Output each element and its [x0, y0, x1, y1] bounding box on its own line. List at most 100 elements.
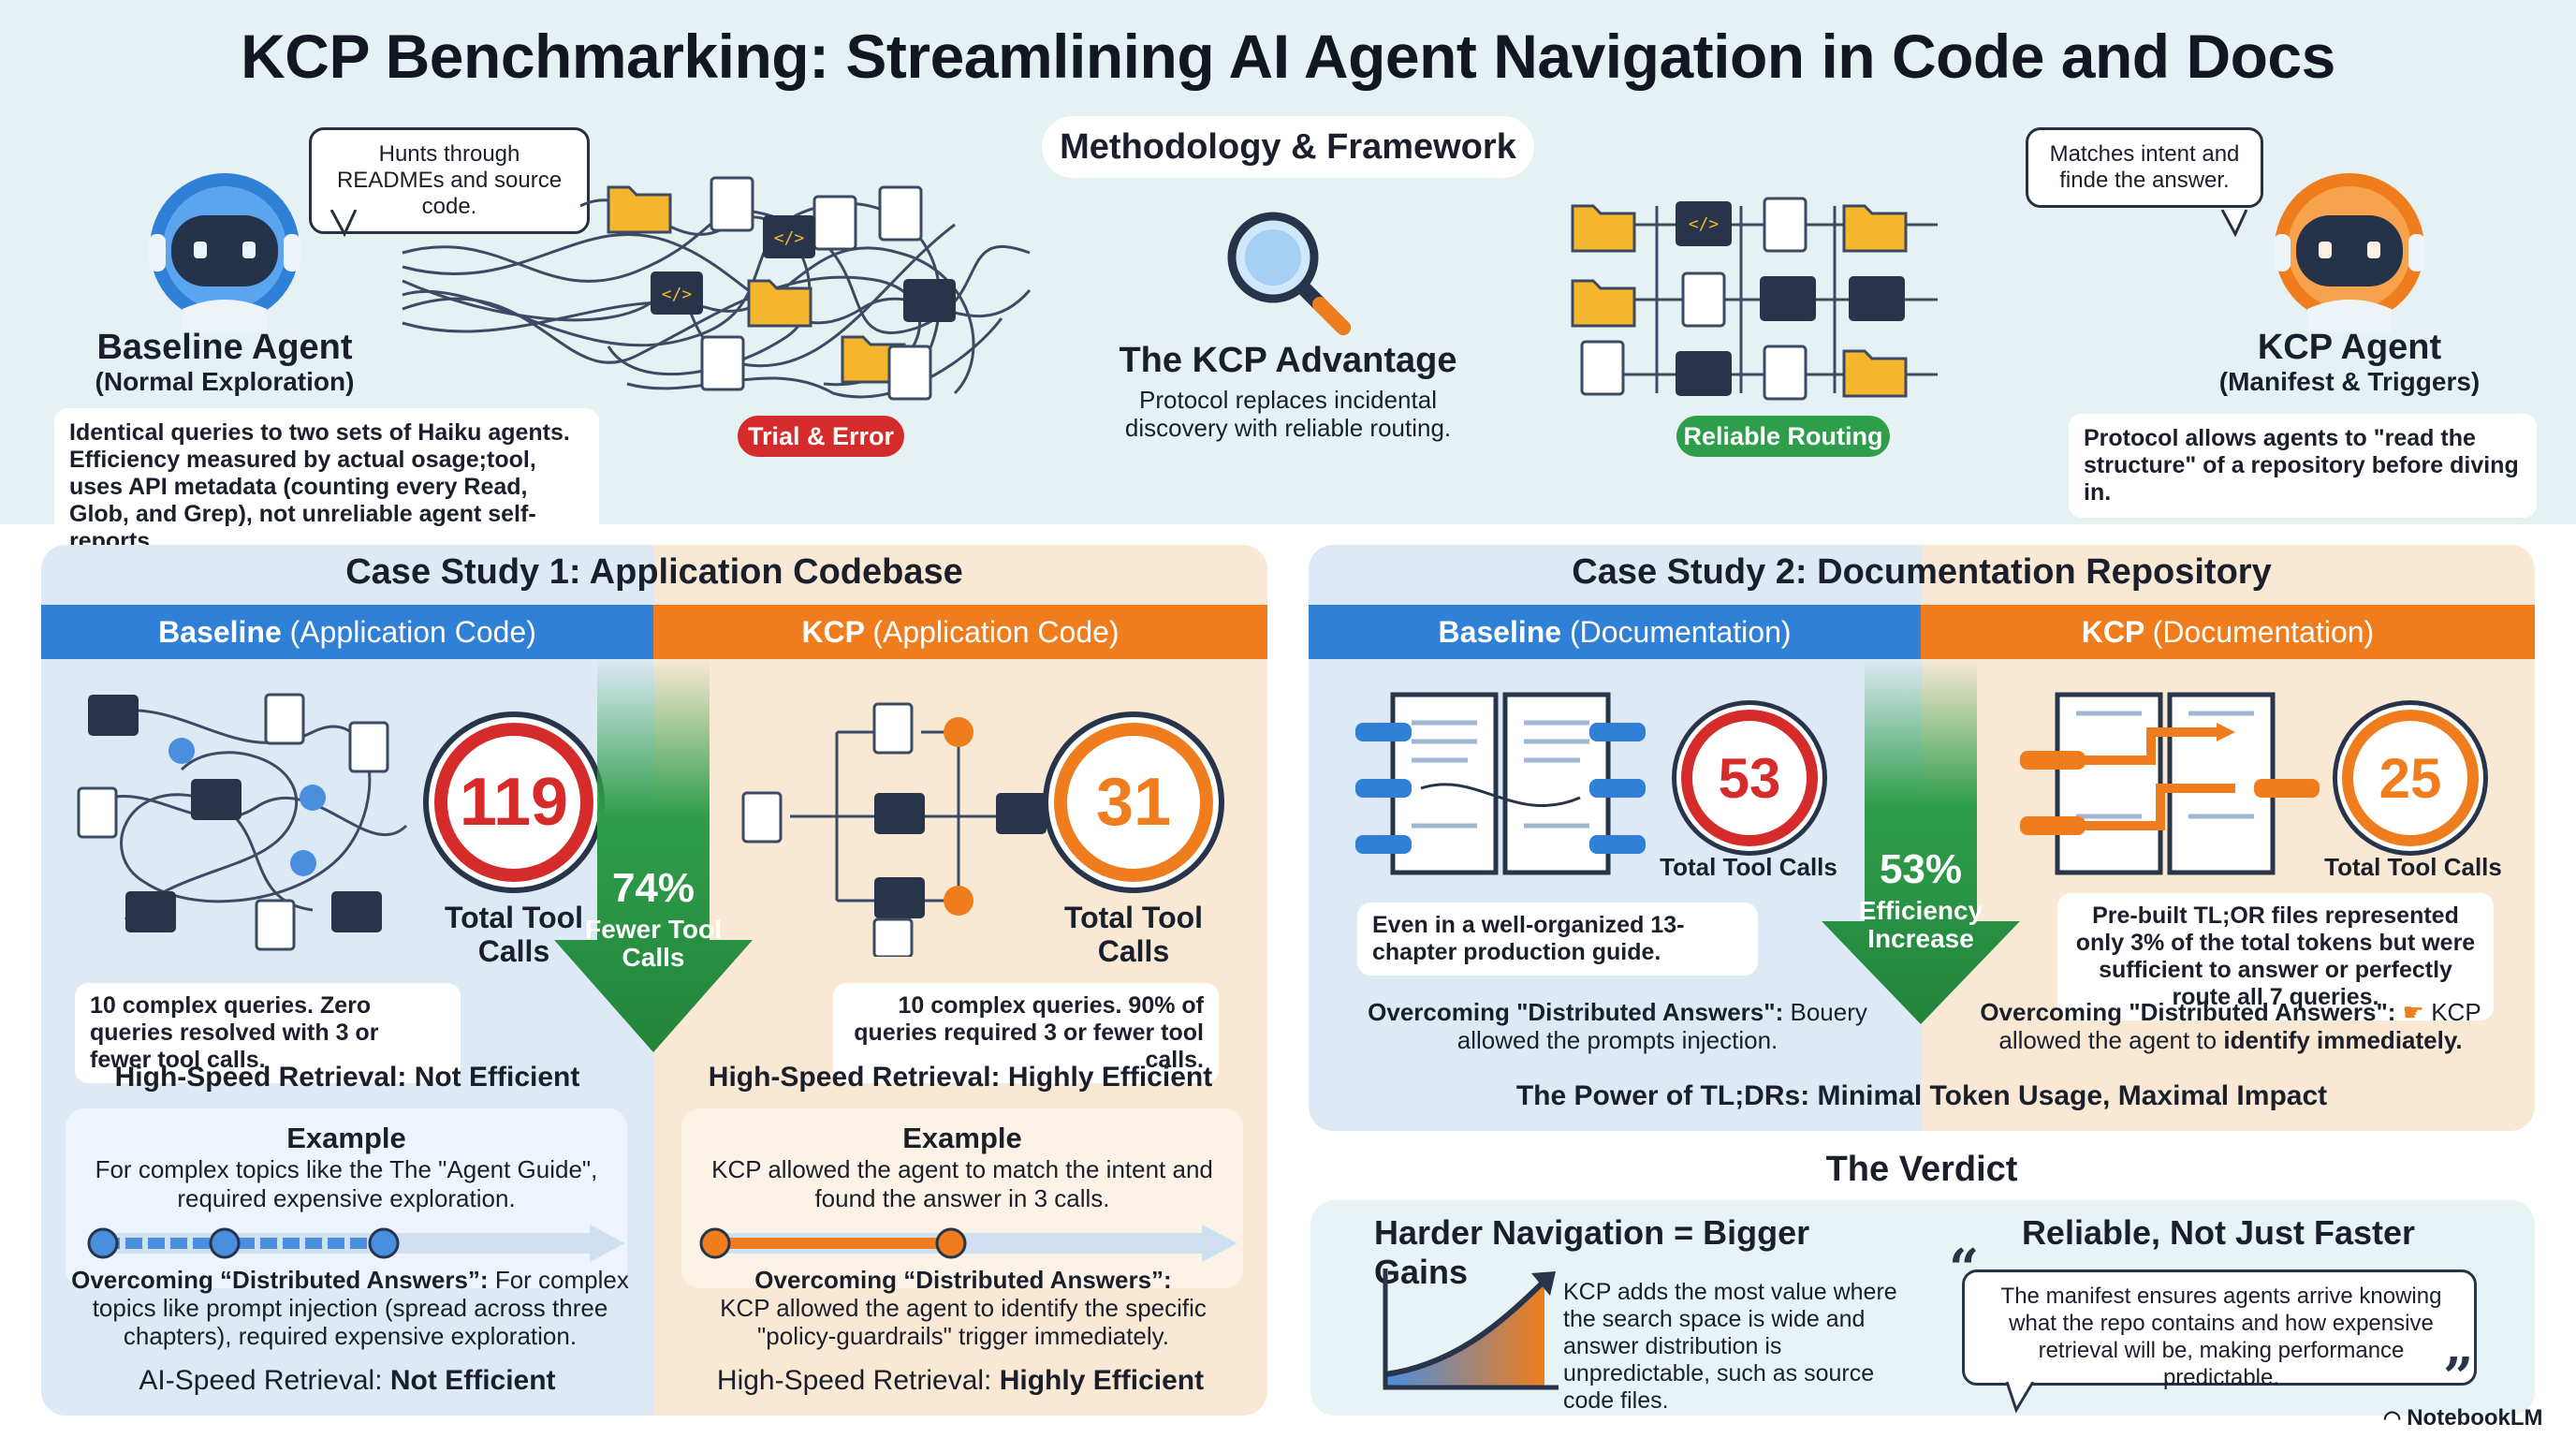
case1-baseline-band-a: Baseline: [158, 615, 282, 649]
case2-baseline-count-ring: 53: [1681, 710, 1818, 846]
case1-baseline-footer-label: AI-Speed Retrieval:: [139, 1365, 390, 1396]
book-icon: [2020, 692, 2320, 875]
quote-icon: ”: [2443, 1346, 2474, 1408]
quote-icon: “: [1949, 1238, 1980, 1299]
case1-kcp-footer-value: Highly Efficient: [999, 1365, 1205, 1396]
case2-kcp-count-ring: 25: [2342, 710, 2479, 846]
kcp-speech-bubble: Matches intent and finde the answer.: [2026, 127, 2263, 208]
case1-baseline-count-label: Total Tool Calls: [444, 901, 584, 968]
verdict-quote-tail: [2005, 1382, 2035, 1414]
case2-kcp-overcome: Overcoming "Distributed Answers": ☛ KCP …: [1945, 998, 2516, 1054]
case1-baseline-header: Baseline (Application Code): [41, 605, 653, 659]
notebooklm-brand-label: NotebookLM: [2407, 1405, 2543, 1431]
case2-footer: The Power of TL;DRs: Minimal Token Usage…: [1515, 1080, 2328, 1111]
case1-arrow-label: Fewer Tool Calls: [585, 915, 722, 972]
case2-baseline-overcome-heading: Overcoming "Distributed Answers":: [1368, 998, 1784, 1026]
baseline-bubble-text: Hunts through READMEs and source code.: [336, 141, 563, 219]
case1-baseline-progress-track: [87, 1225, 625, 1262]
case1-baseline-footer: AI-Speed Retrieval: Not Efficient: [41, 1367, 653, 1395]
case2-baseline-header: Baseline (Documentation): [1309, 605, 1921, 659]
case1-kcp-progress-track: [699, 1225, 1237, 1262]
trial-error-badge: Trial & Error: [738, 416, 904, 457]
verdict-right-heading: Reliable, Not Just Faster: [2021, 1213, 2416, 1252]
verdict-left-heading: Harder Navigation = Bigger Gains: [1374, 1213, 1810, 1291]
baseline-agent-sub: (Normal Exploration): [95, 367, 355, 396]
svg-text:</>: </>: [774, 228, 805, 248]
case1-baseline-footer-value: Not Efficient: [389, 1365, 556, 1396]
case1-baseline-overcome-text: For complex topics like prompt injection…: [92, 1266, 629, 1350]
case2-kcp-note: Pre-built TL;OR files represented only 3…: [2057, 893, 2494, 1020]
methodology-note: Identical queries to two sets of Haiku a…: [54, 408, 599, 566]
kcp-advantage-text: Protocol replaces incidental discovery w…: [1124, 386, 1452, 442]
kcp-code-tree-illustration: [741, 702, 1046, 957]
kcp-agent-name: KCP Agent: [2257, 328, 2442, 367]
svg-text:</>: </>: [662, 285, 693, 304]
case1-kcp-count: 31: [1095, 765, 1172, 840]
case-study-1-panel: Case Study 1: Application Codebase Basel…: [41, 545, 1267, 1416]
case1-kcp-footer: High-Speed Retrieval: Highly Efficient: [653, 1367, 1267, 1395]
case1-baseline-overcome-heading: Overcoming “Distributed Answers”:: [71, 1266, 489, 1294]
case1-baseline-count: 119: [459, 765, 569, 840]
case2-baseline-overcome: Overcoming "Distributed Answers": Bouery…: [1327, 998, 1908, 1054]
verdict-quote-box: [1962, 1269, 2477, 1386]
case-study-1-title: Case Study 1: Application Codebase: [345, 552, 963, 592]
baseline-code-network-illustration: [77, 693, 408, 951]
folder-icon: [607, 185, 672, 234]
kcp-agent-sub: (Manifest & Triggers): [2218, 367, 2481, 396]
case2-kcp-count-label: Total Tool Calls: [2324, 853, 2502, 881]
book-icon: [1355, 692, 1646, 875]
case2-increase-arrow: [1822, 659, 2020, 1024]
magnifier-icon: [1227, 212, 1351, 335]
kcp-bubble-text: Matches intent and finde the answer.: [2049, 141, 2240, 193]
case1-baseline-example-text: For complex topics like the The "Agent G…: [95, 1155, 598, 1212]
case2-arrow-label: Efficiency Increase: [1858, 896, 1983, 953]
case1-kcp-footer-label: High-Speed Retrieval:: [716, 1365, 1000, 1396]
case2-arrow-pct: 53%: [1879, 846, 1963, 892]
case2-baseline-band-a: Baseline: [1438, 615, 1562, 649]
case1-arrow-pct: 74%: [611, 865, 695, 911]
case1-kcp-example: Example KCP allowed the agent to match t…: [681, 1108, 1243, 1288]
case1-kcp-count-ring: 31: [1054, 723, 1213, 882]
case1-kcp-example-heading: Example: [902, 1122, 1022, 1154]
kcp-advantage-title: The KCP Advantage: [1119, 341, 1457, 380]
case1-baseline-example-heading: Example: [286, 1122, 406, 1154]
svg-text:</>: </>: [1689, 214, 1720, 234]
notebooklm-brand: ◠ NotebookLM: [2383, 1404, 2570, 1432]
robot-icon: [149, 173, 300, 332]
methodology-pill: Methodology & Framework: [1042, 116, 1534, 178]
case1-kcp-header: KCP (Application Code): [653, 605, 1267, 659]
case1-kcp-speed: High-Speed Retrieval: Highly Efficient: [708, 1062, 1213, 1093]
case-study-2-panel: Case Study 2: Documentation Repository B…: [1309, 545, 2535, 1131]
robot-icon: [2274, 173, 2425, 332]
case1-baseline-queries: 10 complex queries. Zero queries resolve…: [75, 983, 461, 1083]
baseline-bubble-tail: [329, 210, 358, 238]
notebooklm-logo-icon: ◠: [2383, 1406, 2402, 1430]
case1-kcp-overcome: Overcoming “Distributed Answers”: KCP al…: [678, 1266, 1249, 1350]
page-title: KCP Benchmarking: Streamlining AI Agent …: [241, 22, 2335, 91]
case1-kcp-queries: 10 complex queries. 90% of queries requi…: [833, 983, 1219, 1083]
case2-baseline-overcome-text-1: Bouery: [1783, 998, 1867, 1026]
case2-kcp-overcome-text-1: KCP: [2423, 998, 2481, 1026]
case1-baseline-speed: High-Speed Retrieval: Not Efficient: [114, 1062, 580, 1093]
case2-kcp-band-b: (Documentation): [2152, 615, 2375, 649]
case1-kcp-band-a: KCP: [801, 615, 865, 649]
trial-error-illustration: </> </>: [402, 176, 1032, 401]
kcp-bubble-tail: [2220, 210, 2248, 238]
case2-kcp-overcome-heading: Overcoming "Distributed Answers":: [1980, 998, 2396, 1026]
case1-reduction-arrow: [554, 659, 753, 1052]
case1-baseline-band-b: (Application Code): [289, 615, 536, 649]
case1-kcp-band-b: (Application Code): [872, 615, 1120, 649]
case2-kcp-header: KCP (Documentation): [1921, 605, 2535, 659]
baseline-speech-bubble: Hunts through READMEs and source code.: [309, 127, 590, 234]
verdict-left-text: KCP adds the most value where the search…: [1563, 1279, 1897, 1414]
case2-baseline-overcome-text-2: allowed the prompts injection.: [1456, 1026, 1778, 1054]
verdict-right-text: The manifest ensures agents arrive knowi…: [2000, 1284, 2442, 1390]
case2-baseline-count-label: Total Tool Calls: [1660, 853, 1837, 881]
kcp-protocol-note: Protocol allows agents to "read the stru…: [2069, 414, 2537, 518]
reliable-routing-badge: Reliable Routing: [1676, 416, 1890, 457]
case2-kcp-overcome-text-2a: allowed the agent to: [1998, 1026, 2224, 1054]
case1-kcp-overcome-heading: Overcoming “Distributed Answers”:: [754, 1266, 1172, 1294]
case-study-2-title: Case Study 2: Documentation Repository: [1572, 552, 2272, 592]
trend-chart-icon: [1383, 1269, 1559, 1390]
baseline-agent-name: Baseline Agent: [96, 328, 353, 367]
